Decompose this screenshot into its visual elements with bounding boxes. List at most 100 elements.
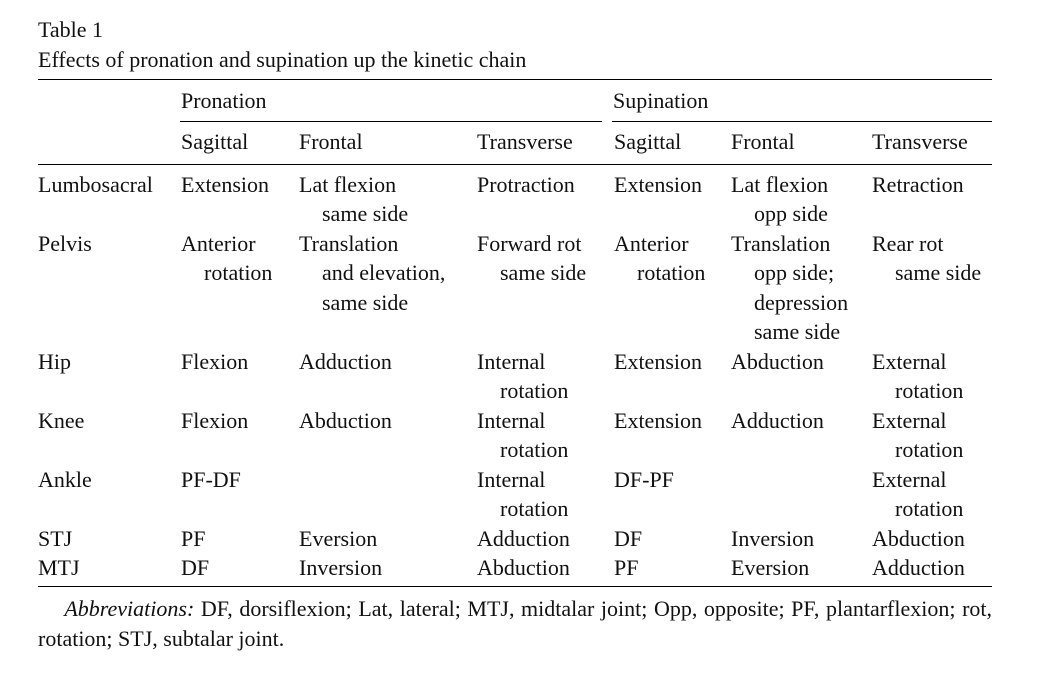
table-cell: Adduction — [477, 524, 570, 553]
cell-line: Eversion — [731, 555, 810, 580]
cell-line: Adduction — [299, 349, 392, 374]
table-cell: PF — [614, 553, 638, 582]
cell-line: rotation — [204, 260, 273, 286]
cell-line: Lat flexion — [299, 172, 397, 197]
table-cell: Extension — [614, 347, 702, 376]
cell-line: Extension — [614, 172, 702, 197]
cell-line: rotation — [637, 260, 706, 286]
cell-line: Extension — [614, 349, 702, 374]
column-header-supination-transverse: Transverse — [872, 129, 968, 154]
cell-line: Inversion — [299, 555, 383, 580]
cell-line: same side — [322, 289, 409, 315]
table-cell: Anterior rotation — [181, 229, 272, 288]
cell-line: Abduction — [731, 349, 824, 374]
cell-line: opp side; — [754, 260, 835, 286]
cell-line: Extension — [614, 408, 702, 433]
cell-line: rotation — [500, 496, 569, 522]
cell-line: Abduction — [477, 555, 570, 580]
table-cell: PF-DF — [181, 465, 241, 494]
cell-line: Anterior — [181, 231, 256, 256]
row-header: Hip — [38, 349, 71, 374]
cell-line: rotation — [895, 378, 964, 404]
cell-line: External — [872, 349, 947, 374]
header-rule — [38, 164, 992, 165]
supination-group-rule — [612, 121, 992, 122]
column-header-pronation-transverse: Transverse — [477, 129, 573, 154]
group-header-pronation: Pronation — [181, 88, 267, 113]
table-cell: Abduction — [872, 524, 965, 553]
table-cell: Inversion — [299, 553, 382, 582]
cell-line: Internal — [477, 467, 546, 492]
table-cell: DF — [614, 524, 642, 553]
table-cell: Adduction — [299, 347, 392, 376]
table-cell: Lat flexion same side — [299, 170, 408, 229]
cell-line: Internal — [477, 408, 546, 433]
cell-line: Anterior — [614, 231, 689, 256]
top-rule — [38, 79, 992, 80]
table-cell: Adduction — [731, 406, 824, 435]
table-cell: Internal rotation — [477, 465, 568, 524]
table-cell: Abduction — [731, 347, 824, 376]
row-header: Ankle — [38, 467, 92, 492]
cell-line: Forward rot — [477, 231, 582, 256]
row-header: MTJ — [38, 555, 80, 580]
table-cell: External rotation — [872, 347, 963, 406]
column-header-supination-frontal: Frontal — [731, 129, 795, 154]
table-cell: PF — [181, 524, 205, 553]
footnote-text: DF, dorsiflexion; Lat, lateral; MTJ, mid… — [38, 596, 993, 651]
table-cell: Flexion — [181, 406, 248, 435]
cell-line: Inversion — [731, 526, 815, 551]
row-header: STJ — [38, 526, 73, 551]
cell-line: Flexion — [181, 408, 249, 433]
cell-line: same side — [500, 260, 587, 286]
footnote-label: Abbreviations: — [64, 596, 195, 621]
table-cell: Extension — [614, 170, 702, 199]
cell-line: External — [872, 408, 947, 433]
cell-line: Abduction — [299, 408, 392, 433]
cell-line: Translation — [299, 231, 399, 256]
cell-line: rotation — [895, 496, 964, 522]
column-header-pronation-sagittal: Sagittal — [181, 129, 249, 154]
cell-line: Adduction — [477, 526, 570, 551]
table-cell: Flexion — [181, 347, 248, 376]
cell-line: Extension — [181, 172, 269, 197]
cell-line: DF — [181, 555, 210, 580]
cell-line: opp side — [754, 201, 828, 227]
table-footnote: Abbreviations: DF, dorsiflexion; Lat, la… — [38, 594, 992, 654]
table-cell: Eversion — [731, 553, 809, 582]
table-cell: Forward rot same side — [477, 229, 586, 288]
cell-line: Internal — [477, 349, 546, 374]
cell-line: rotation — [895, 437, 964, 463]
cell-line: PF — [181, 526, 206, 551]
row-header: Pelvis — [38, 231, 92, 256]
table-cell: Abduction — [299, 406, 392, 435]
cell-line: Abduction — [872, 526, 965, 551]
row-header: Lumbosacral — [38, 172, 153, 197]
cell-line: rotation — [500, 437, 569, 463]
table-cell: DF-PF — [614, 465, 674, 494]
table-cell: Extension — [614, 406, 702, 435]
cell-line: same side — [754, 319, 841, 345]
cell-line: Adduction — [731, 408, 824, 433]
cell-line: same side — [322, 201, 409, 227]
table-cell: DF — [181, 553, 209, 582]
bottom-rule — [38, 586, 992, 587]
table-cell: External rotation — [872, 406, 963, 465]
cell-line: DF-PF — [614, 467, 674, 492]
table-cell: Internal rotation — [477, 406, 568, 465]
cell-line: Flexion — [181, 349, 249, 374]
cell-line: Adduction — [872, 555, 965, 580]
column-header-pronation-frontal: Frontal — [299, 129, 363, 154]
cell-line: PF — [614, 555, 639, 580]
table-cell: Retraction — [872, 170, 964, 199]
table-cell: Eversion — [299, 524, 377, 553]
table-cell: Anterior rotation — [614, 229, 705, 288]
cell-line: depression — [754, 289, 849, 315]
row-header: Knee — [38, 408, 85, 433]
table-label: Table 1 — [38, 17, 104, 42]
table-cell: Inversion — [731, 524, 814, 553]
